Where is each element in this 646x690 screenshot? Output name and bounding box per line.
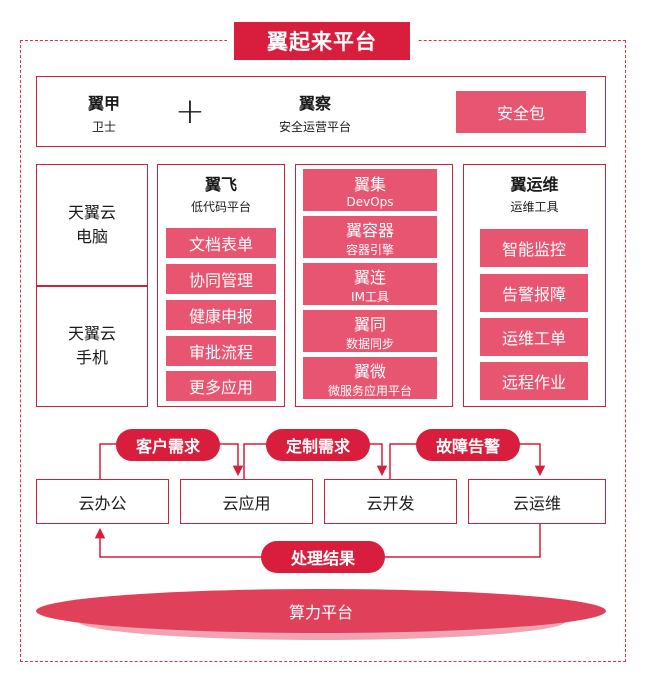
stack-item-sub: 数据同步 bbox=[345, 336, 394, 351]
yifei-name: 翼飞 bbox=[204, 175, 237, 194]
cloud-ops-box: 云运维 bbox=[468, 479, 606, 524]
yunwei-item: 远程作业 bbox=[480, 362, 588, 400]
yicha-name: 翼察 bbox=[298, 93, 331, 113]
cloud-pc: 天翼云 电脑 bbox=[67, 203, 116, 246]
cloud-dev-box: 云开发 bbox=[324, 479, 457, 524]
stack-item-sub: DevOps bbox=[346, 195, 394, 209]
custom-demand-pill: 定制需求 bbox=[266, 429, 370, 461]
customer-demand-pill: 客户需求 bbox=[116, 429, 220, 461]
yifei-item: 健康申报 bbox=[166, 300, 276, 330]
stack-item-name: 翼微 bbox=[353, 361, 386, 381]
yifei-header: 翼飞 低代码平台 bbox=[157, 170, 285, 216]
middle-stack: 翼集 DevOps 翼容器 容器引擎 翼连 IM工具 翼同 数据同步 翼微 微服… bbox=[295, 164, 453, 407]
fault-alarm-pill: 故障告警 bbox=[416, 429, 520, 461]
yifei-item: 更多应用 bbox=[166, 371, 276, 401]
stack-item-name: 翼集 bbox=[353, 175, 386, 194]
stack-item-sub: 容器引擎 bbox=[345, 242, 394, 257]
cloud-phone: 天翼云 手机 bbox=[67, 324, 116, 367]
stack-item-name: 翼容器 bbox=[345, 220, 394, 240]
stack-item-sub: 微服务应用平台 bbox=[327, 383, 412, 398]
cloud-app-box: 云应用 bbox=[180, 479, 313, 524]
yunwei-item: 告警报障 bbox=[480, 274, 588, 312]
yifei-item: 协同管理 bbox=[166, 264, 276, 294]
yijia-name: 翼甲 bbox=[87, 93, 120, 113]
plus-sign: + bbox=[174, 91, 206, 132]
yifei-item: 审批流程 bbox=[166, 336, 276, 366]
result-pill: 处理结果 bbox=[261, 541, 385, 573]
compute-platform-ellipse: 算力平台 bbox=[36, 589, 606, 633]
platform-title: 翼起来平台 bbox=[234, 22, 410, 60]
safety-pack-box: 安全包 bbox=[456, 91, 586, 133]
yicha-sub: 安全运营平台 bbox=[278, 119, 351, 134]
stack-item-name: 翼同 bbox=[353, 314, 386, 334]
yunwei-sub: 运维工具 bbox=[510, 200, 559, 214]
yijia-block: 翼甲 卫士 bbox=[64, 88, 144, 136]
yunwei-item: 智能监控 bbox=[480, 229, 588, 267]
stack-item-sub: IM工具 bbox=[351, 289, 389, 304]
yifei-sub: 低代码平台 bbox=[190, 200, 251, 214]
cloud-office-box: 云办公 bbox=[36, 479, 169, 524]
stack-item-name: 翼连 bbox=[353, 267, 386, 287]
yifei-item: 文档表单 bbox=[166, 228, 276, 258]
stack-item-yiji: 翼集 DevOps bbox=[303, 169, 437, 211]
yunwei-item: 运维工单 bbox=[480, 318, 588, 356]
yunwei-name: 翼运维 bbox=[510, 175, 559, 194]
yijia-sub: 卫士 bbox=[91, 119, 116, 134]
stack-item-yirongqi: 翼容器 容器引擎 bbox=[303, 216, 437, 258]
stack-item-yitong: 翼同 数据同步 bbox=[303, 310, 437, 352]
stack-item-yilian: 翼连 IM工具 bbox=[303, 263, 437, 305]
devices-divider bbox=[36, 285, 148, 287]
yicha-block: 翼察 安全运营平台 bbox=[250, 88, 380, 136]
yunwei-header: 翼运维 运维工具 bbox=[463, 170, 606, 216]
stack-item-yiwei: 翼微 微服务应用平台 bbox=[303, 357, 437, 399]
